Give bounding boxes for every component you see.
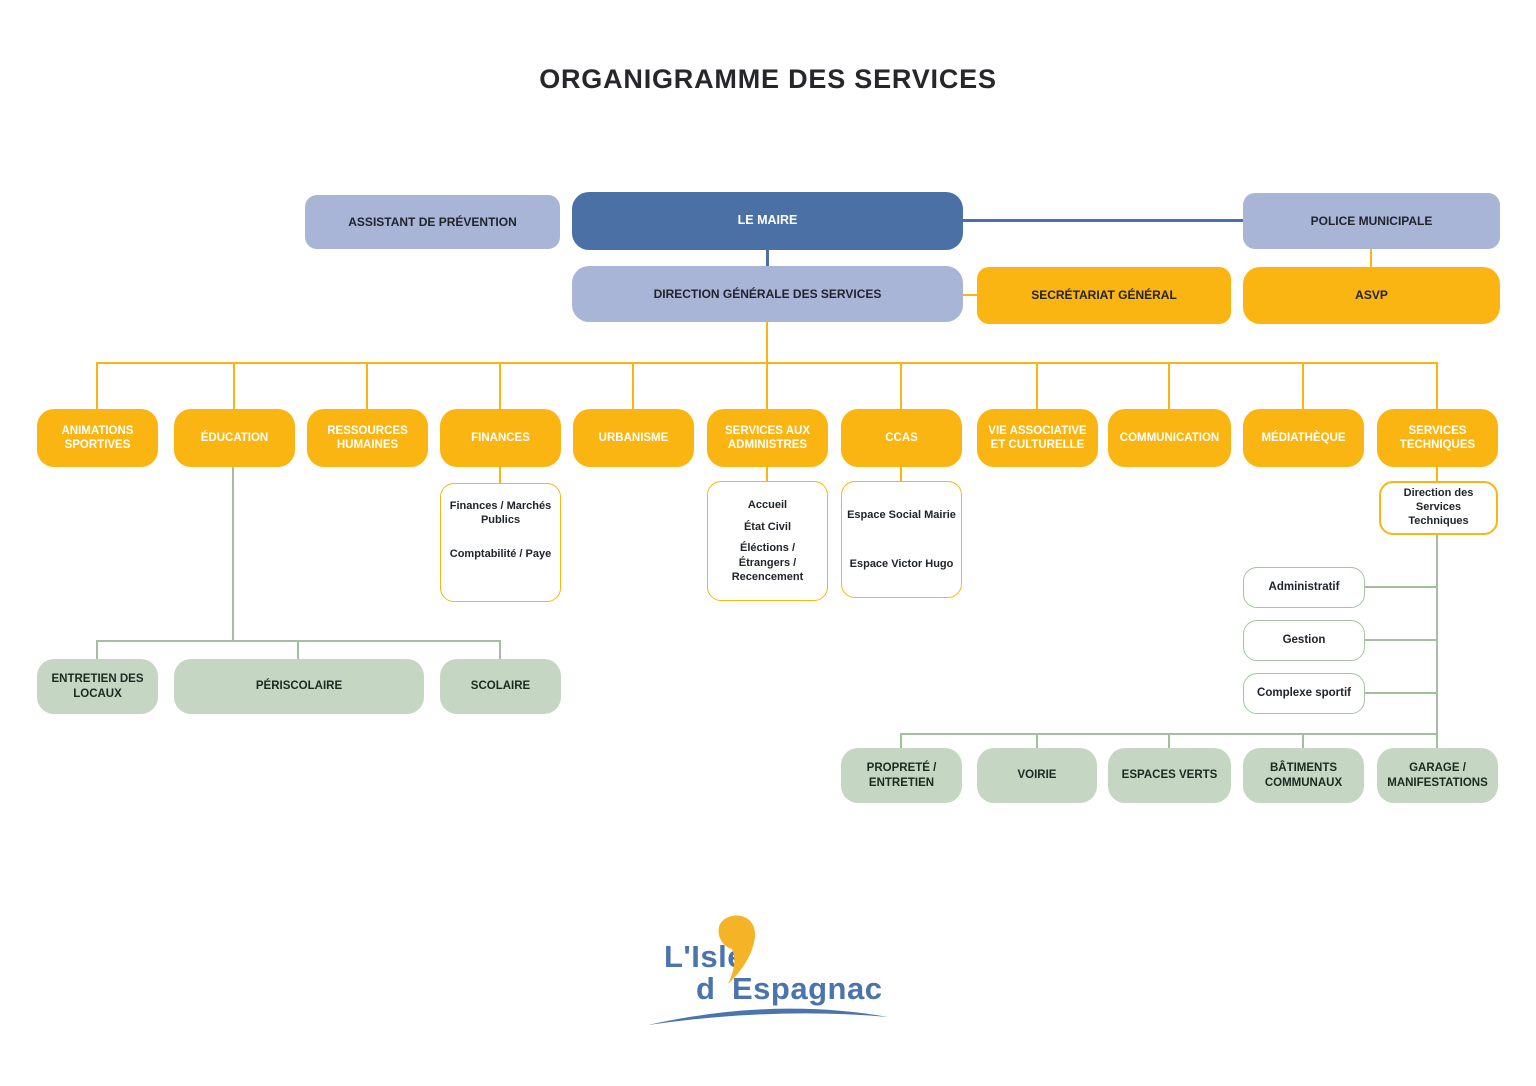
connector-maire-dgs: [766, 250, 769, 266]
node-mediatheque: MÉDIATHÈQUE: [1243, 409, 1364, 467]
node-complexe-sportif: Complexe sportif: [1243, 673, 1365, 714]
connector-gestion: [1365, 639, 1437, 641]
connector-education-trunk: [232, 467, 234, 641]
connector-drop-11: [1436, 362, 1438, 409]
node-batiments-communaux: BÂTIMENTS COMMUNAUX: [1243, 748, 1364, 803]
page-title: ORGANIGRAMME DES SERVICES: [539, 64, 997, 94]
subitem-finances-marches: Finances / Marchés Publics: [449, 500, 552, 527]
connector-drop-2: [233, 362, 235, 409]
subitem-etat-civil: État Civil: [743, 520, 792, 533]
node-gestion: Gestion: [1243, 620, 1365, 661]
connector-maire-police: [963, 219, 1243, 222]
subitem-accueil: Accueil: [747, 498, 788, 511]
subbox-finances: Finances / Marchés Publics Comptabilité …: [440, 483, 561, 602]
connector-espaces-verts-drop: [1168, 733, 1170, 748]
subitem-espace-social-mairie: Espace Social Mairie: [847, 508, 956, 521]
connector-drop-8: [1036, 362, 1038, 409]
node-finances: FINANCES: [440, 409, 561, 467]
connector-police-asvp: [1370, 248, 1372, 267]
node-education: ÉDUCATION: [174, 409, 295, 467]
node-direction-generale: DIRECTION GÉNÉRALE DES SERVICES: [572, 266, 963, 322]
connector-complexe-sportif: [1365, 692, 1437, 694]
connector-voirie-drop: [1036, 733, 1038, 748]
connector-dgs-secretariat: [963, 294, 977, 296]
city-logo: L'Isle d Espagnac: [640, 915, 900, 1040]
connector-entretien-drop: [96, 640, 98, 659]
connector-dst-trunk: [1436, 535, 1438, 748]
subitem-comptabilite-paye: Comptabilité / Paye: [449, 547, 552, 560]
node-administratif: Administratif: [1243, 567, 1365, 608]
node-police-municipale: POLICE MUNICIPALE: [1243, 193, 1500, 249]
connector-drop-10: [1302, 362, 1304, 409]
connector-scolaire-drop: [499, 640, 501, 659]
node-le-maire: LE MAIRE: [572, 192, 963, 250]
connector-periscolaire-drop: [297, 640, 299, 659]
connector-drop-6: [766, 362, 768, 409]
connector-st-direction: [1436, 467, 1438, 481]
node-services-aux-administres: SERVICES AUX ADMINISTRES: [707, 409, 828, 467]
node-garage-manifestations: GARAGE / MANIFESTATIONS: [1377, 748, 1498, 803]
connector-drop-4: [499, 362, 501, 409]
node-secretariat-general: SECRÉTARIAT GÉNÉRAL: [977, 267, 1231, 324]
node-proprete-entretien: PROPRETÉ / ENTRETIEN: [841, 748, 962, 803]
logo-drop-icon: [718, 915, 756, 984]
subitem-espace-victor-hugo: Espace Victor Hugo: [849, 558, 954, 571]
node-direction-services-techniques: Direction des Services Techniques: [1379, 481, 1498, 535]
subbox-services-aux-administres: Accueil État Civil Éléctions / Étrangers…: [707, 481, 828, 601]
connector-finances-sub: [499, 467, 501, 483]
node-espaces-verts: ESPACES VERTS: [1108, 748, 1231, 803]
node-entretien-des-locaux: ENTRETIEN DES LOCAUX: [37, 659, 158, 714]
connector-dgs-trunk: [766, 322, 768, 363]
connector-batiments-drop: [1302, 733, 1304, 748]
node-services-techniques: SERVICES TECHNIQUES: [1377, 409, 1498, 467]
node-vie-associative: VIE ASSOCIATIVE ET CULTURELLE: [977, 409, 1098, 467]
connector-administratif: [1365, 586, 1437, 588]
node-periscolaire: PÉRISCOLAIRE: [174, 659, 424, 714]
connector-proprete-drop: [900, 733, 902, 748]
connector-ccas-sub: [900, 467, 902, 482]
logo-arc-icon: [648, 1008, 888, 1025]
connector-drop-5: [632, 362, 634, 409]
connector-saa-sub: [766, 467, 768, 482]
connector-drop-7: [900, 362, 902, 409]
subitem-elections: Éléctions / Étrangers / Recencement: [731, 542, 804, 584]
logo-line2-rest: Espagnac: [732, 971, 883, 1006]
node-asvp: ASVP: [1243, 267, 1500, 324]
node-ccas: CCAS: [841, 409, 962, 467]
node-ressources-humaines: RESSOURCES HUMAINES: [307, 409, 428, 467]
node-scolaire: SCOLAIRE: [440, 659, 561, 714]
subbox-ccas: Espace Social Mairie Espace Victor Hugo: [841, 481, 962, 598]
connector-drop-3: [366, 362, 368, 409]
node-communication: COMMUNICATION: [1108, 409, 1231, 467]
node-assistant-prevention: ASSISTANT DE PRÉVENTION: [305, 195, 560, 249]
node-animations-sportives: ANIMATIONS SPORTIVES: [37, 409, 158, 467]
connector-drop-1: [96, 362, 98, 409]
node-voirie: VOIRIE: [977, 748, 1097, 803]
logo-line2-d: d: [696, 971, 716, 1006]
node-urbanisme: URBANISME: [573, 409, 694, 467]
connector-drop-9: [1168, 362, 1170, 409]
